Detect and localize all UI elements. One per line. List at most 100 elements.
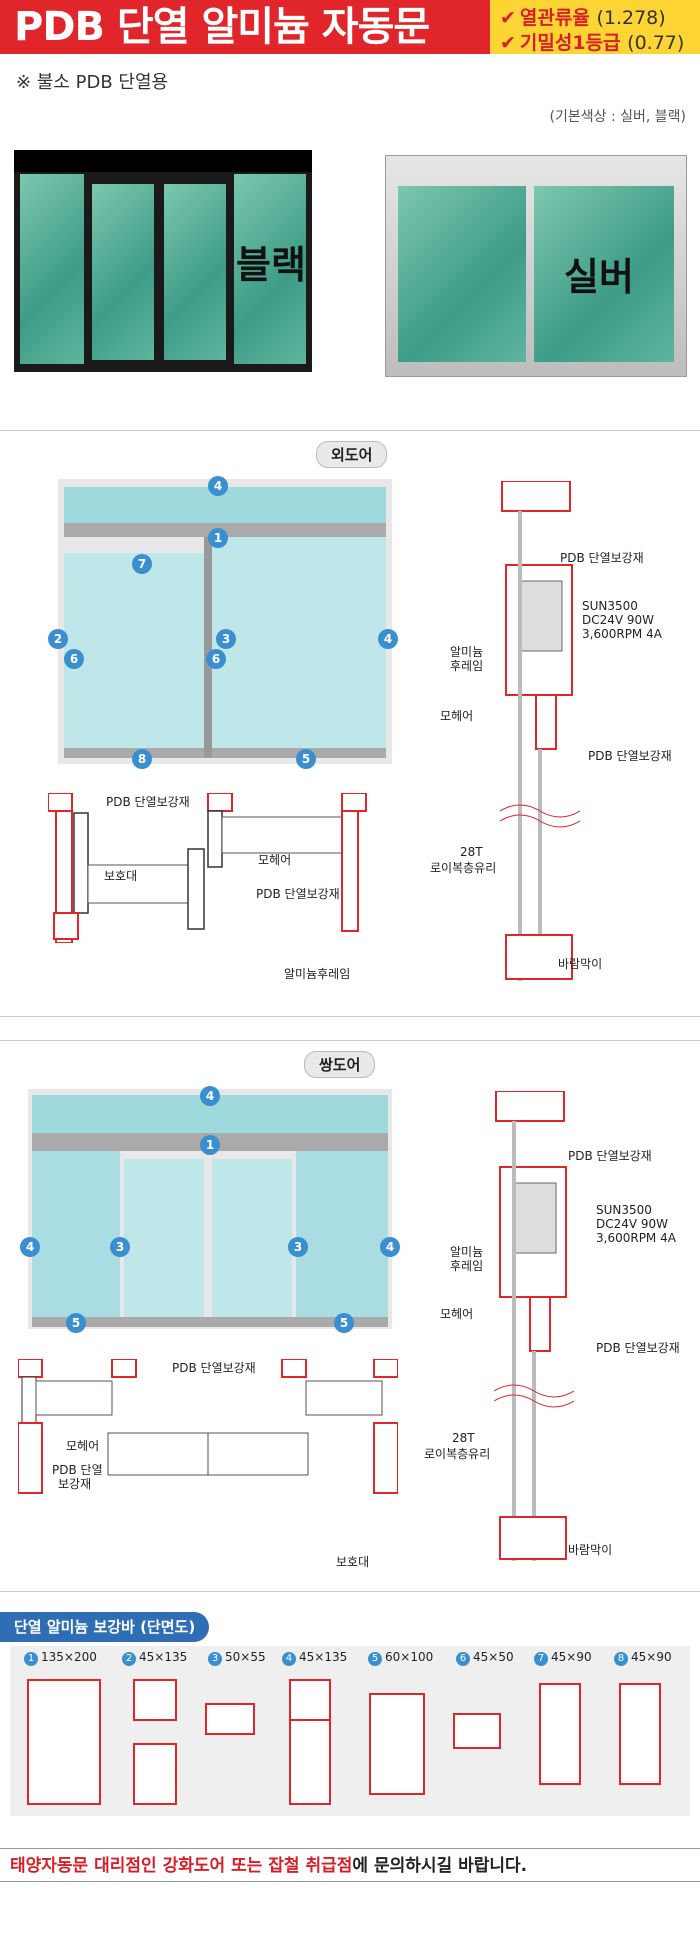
section-label-motor1: SUN3500 [596, 1203, 652, 1217]
section-label-alu1: 알미늄 [450, 645, 484, 659]
profile-num: 1 [24, 1652, 38, 1666]
callout-5a: 5 [66, 1313, 86, 1333]
section-label-motor1: SUN3500 [582, 599, 638, 613]
section-label-motor2: DC24V 90W [596, 1217, 669, 1231]
profile-num: 7 [534, 1652, 548, 1666]
check-icon: ✔ [500, 32, 516, 54]
black-door-photo: 블랙 [14, 150, 312, 372]
callout-3: 3 [216, 629, 236, 649]
check-icon: ✔ [500, 7, 516, 29]
material-note: ※ 불소 PDB 단열용 [16, 72, 169, 93]
plan-label-pdb: PDB 단열보강재 [106, 795, 190, 809]
section-label-mohair: 모헤어 [440, 709, 474, 723]
callout-1: 1 [200, 1135, 220, 1155]
section-label-pdb2: PDB 단열보강재 [596, 1341, 680, 1355]
plan-label-mohair: 모헤어 [258, 853, 292, 867]
section-label-motor3: 3,600RPM 4A [582, 627, 662, 641]
badge-value: (0.77) [627, 32, 685, 54]
profile-size: 50×55 [225, 1650, 266, 1664]
plan-label-mohair: 모헤어 [66, 1439, 100, 1453]
footer-text: 에 문의하시길 바랍니다. [352, 1856, 528, 1876]
page-title: PDB 단열 알미늄 자동문 [0, 0, 490, 54]
callout-8: 8 [132, 749, 152, 769]
double-door-tag: 쌍도어 [304, 1051, 376, 1078]
black-label: 블랙 [236, 243, 306, 287]
single-door-plan [48, 793, 367, 943]
double-door-panel: 쌍도어 4 1 4 3 3 4 5 5 PDB 단열보강재 모헤어 PDB 단열… [0, 1040, 700, 1592]
section-label-glass2: 로이복층유리 [430, 861, 497, 875]
callout-4b: 4 [378, 629, 398, 649]
single-door-section [500, 481, 580, 981]
profile-num: 3 [208, 1652, 222, 1666]
plan-label-guard: 보호대 [104, 869, 138, 883]
callout-2: 2 [48, 629, 68, 649]
profile-drawings [27, 1679, 661, 1805]
profile-size: 45×90 [551, 1650, 592, 1664]
section-label-pdb1: PDB 단열보강재 [568, 1149, 652, 1163]
double-door-section [494, 1091, 574, 1561]
profile-size: 45×135 [139, 1650, 188, 1664]
section-label-motor2: DC24V 90W [582, 613, 655, 627]
callout-4: 4 [200, 1086, 220, 1106]
callout-6b: 6 [206, 649, 226, 669]
plan-label-pdb-left2: 보강재 [58, 1477, 92, 1491]
callout-5: 5 [296, 749, 316, 769]
badge-label: 열관류율 [519, 7, 590, 29]
profiles-title: 단열 알미늄 보강바 (단면도) [0, 1612, 210, 1642]
section-label-motor3: 3,600RPM 4A [596, 1231, 676, 1245]
section-label-mohair: 모헤어 [440, 1307, 474, 1321]
callout-3a: 3 [110, 1237, 130, 1257]
section-label-glass1: 28T [452, 1431, 475, 1445]
section-label-alu1: 알미늄 [450, 1245, 484, 1259]
callout-4: 4 [208, 476, 228, 496]
plan-label-pdb-left1: PDB 단열 [52, 1463, 103, 1477]
callout-4b: 4 [380, 1237, 400, 1257]
silver-door-photo: 실버 [385, 155, 687, 377]
badge-thermal: ✔열관류율 (1.278) [500, 3, 666, 30]
footer-highlight: 태양자동문 대리점인 강화도어 또는 잡철 취급점 [10, 1856, 353, 1876]
profile-num: 5 [368, 1652, 382, 1666]
section-label-pdb1: PDB 단열보강재 [560, 551, 644, 565]
callout-5b: 5 [334, 1313, 354, 1333]
single-door-panel: 외도어 4 1 7 2 6 3 6 4 8 5 PDB 단열보강재 보호대 모헤… [0, 430, 700, 1017]
badge-value: (1.278) [596, 7, 666, 29]
plan-label-guard: 보호대 [336, 1555, 370, 1569]
single-door-tag: 외도어 [316, 441, 388, 468]
profile-size: 45×50 [473, 1650, 514, 1664]
plan-label-pdb2: PDB 단열보강재 [256, 887, 340, 901]
profile-size: 60×100 [385, 1650, 434, 1664]
profile-num: 4 [282, 1652, 296, 1666]
callout-7: 7 [132, 554, 152, 574]
profile-size: 45×135 [299, 1650, 348, 1664]
double-door-elevation [28, 1089, 392, 1329]
color-note: (기본색상 : 실버, 블랙) [549, 109, 686, 125]
profile-num: 6 [456, 1652, 470, 1666]
section-label-pdb2: PDB 단열보강재 [588, 749, 672, 763]
section-label-glass1: 28T [460, 845, 483, 859]
contact-footer: 태양자동문 대리점인 강화도어 또는 잡철 취급점에 문의하시길 바랍니다. [0, 1848, 700, 1882]
callout-3b: 3 [288, 1237, 308, 1257]
profile-num: 2 [122, 1652, 136, 1666]
profile-size: 135×200 [41, 1650, 97, 1664]
double-door-plan [18, 1359, 398, 1494]
profile-num: 8 [614, 1652, 628, 1666]
callout-4a: 4 [20, 1237, 40, 1257]
section-label-glass2: 로이복층유리 [424, 1447, 491, 1461]
single-door-elevation [58, 479, 392, 764]
section-label-alu2: 후레임 [450, 659, 484, 673]
callout-1: 1 [208, 528, 228, 548]
silver-label: 실버 [564, 255, 634, 299]
badge-label: 기밀성1등급 [519, 32, 621, 54]
section-label-wind: 바람막이 [568, 1543, 613, 1557]
badge-airtight: ✔기밀성1등급 (0.77) [500, 28, 684, 55]
plan-label-alu: 알미늄후레임 [284, 967, 351, 981]
section-label-wind: 바람막이 [558, 957, 603, 971]
